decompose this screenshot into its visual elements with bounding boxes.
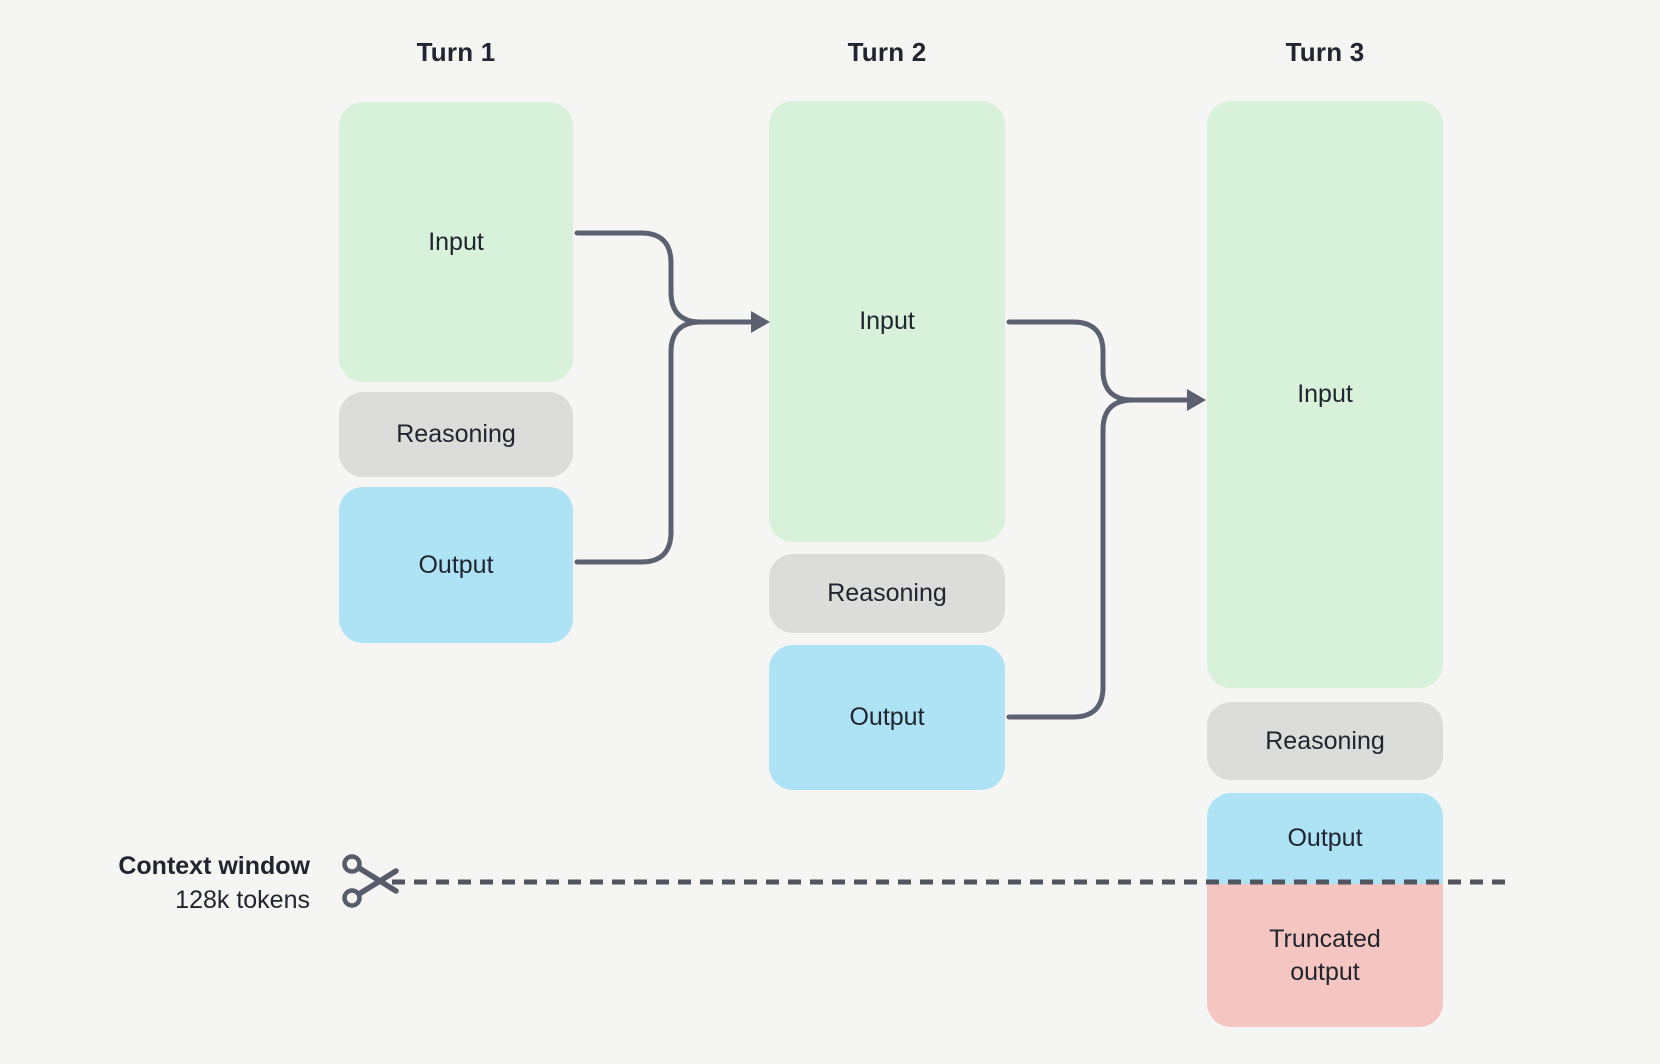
context-window-title: Context window (118, 852, 310, 880)
turn-2-reasoning-label: Reasoning (827, 579, 947, 607)
turn-1-input-label: Input (428, 227, 484, 256)
turn-3-output-label: Output (1287, 824, 1363, 852)
turn-3-reasoning-label: Reasoning (1265, 726, 1385, 755)
turn-2-input-label: Input (859, 307, 915, 335)
turn-3-input-box: Input (1207, 101, 1443, 688)
turn1-to-turn2-connector (574, 230, 770, 565)
turn-3-truncated-output-box: Truncated output (1207, 884, 1443, 1027)
turn-1-output-label: Output (418, 550, 494, 579)
arrowhead-icon (751, 311, 770, 333)
turn2-to-turn3-connector (1006, 319, 1206, 720)
turn-1-title: Turn 1 (416, 37, 496, 67)
turn-3-reasoning-box: Reasoning (1207, 702, 1443, 780)
turn-1-reasoning-label: Reasoning (396, 420, 516, 448)
turn-3-output-stack: Output Truncated output (1207, 793, 1443, 1027)
turn-2-title: Turn 2 (847, 37, 927, 67)
turn-2-output-label: Output (849, 703, 925, 731)
context-window-size: 128k tokens (175, 886, 310, 914)
context-window-label: Context window 128k tokens (40, 849, 310, 917)
turn-1-output-box: Output (339, 487, 573, 643)
arrowhead-icon (1187, 389, 1206, 411)
turn-3-title: Turn 3 (1285, 37, 1365, 67)
turn-3-output-box: Output (1207, 793, 1443, 884)
turn-3-input-label: Input (1297, 380, 1353, 408)
scissors-icon (342, 854, 399, 908)
turn-3-truncated-output-label: Truncated output (1269, 924, 1381, 986)
turn-1-reasoning-box: Reasoning (339, 392, 573, 477)
turn-2-reasoning-box: Reasoning (769, 554, 1005, 633)
turn-2-output-box: Output (769, 645, 1005, 790)
turn-1-input-box: Input (339, 102, 573, 382)
turn-2-input-box: Input (769, 101, 1005, 542)
